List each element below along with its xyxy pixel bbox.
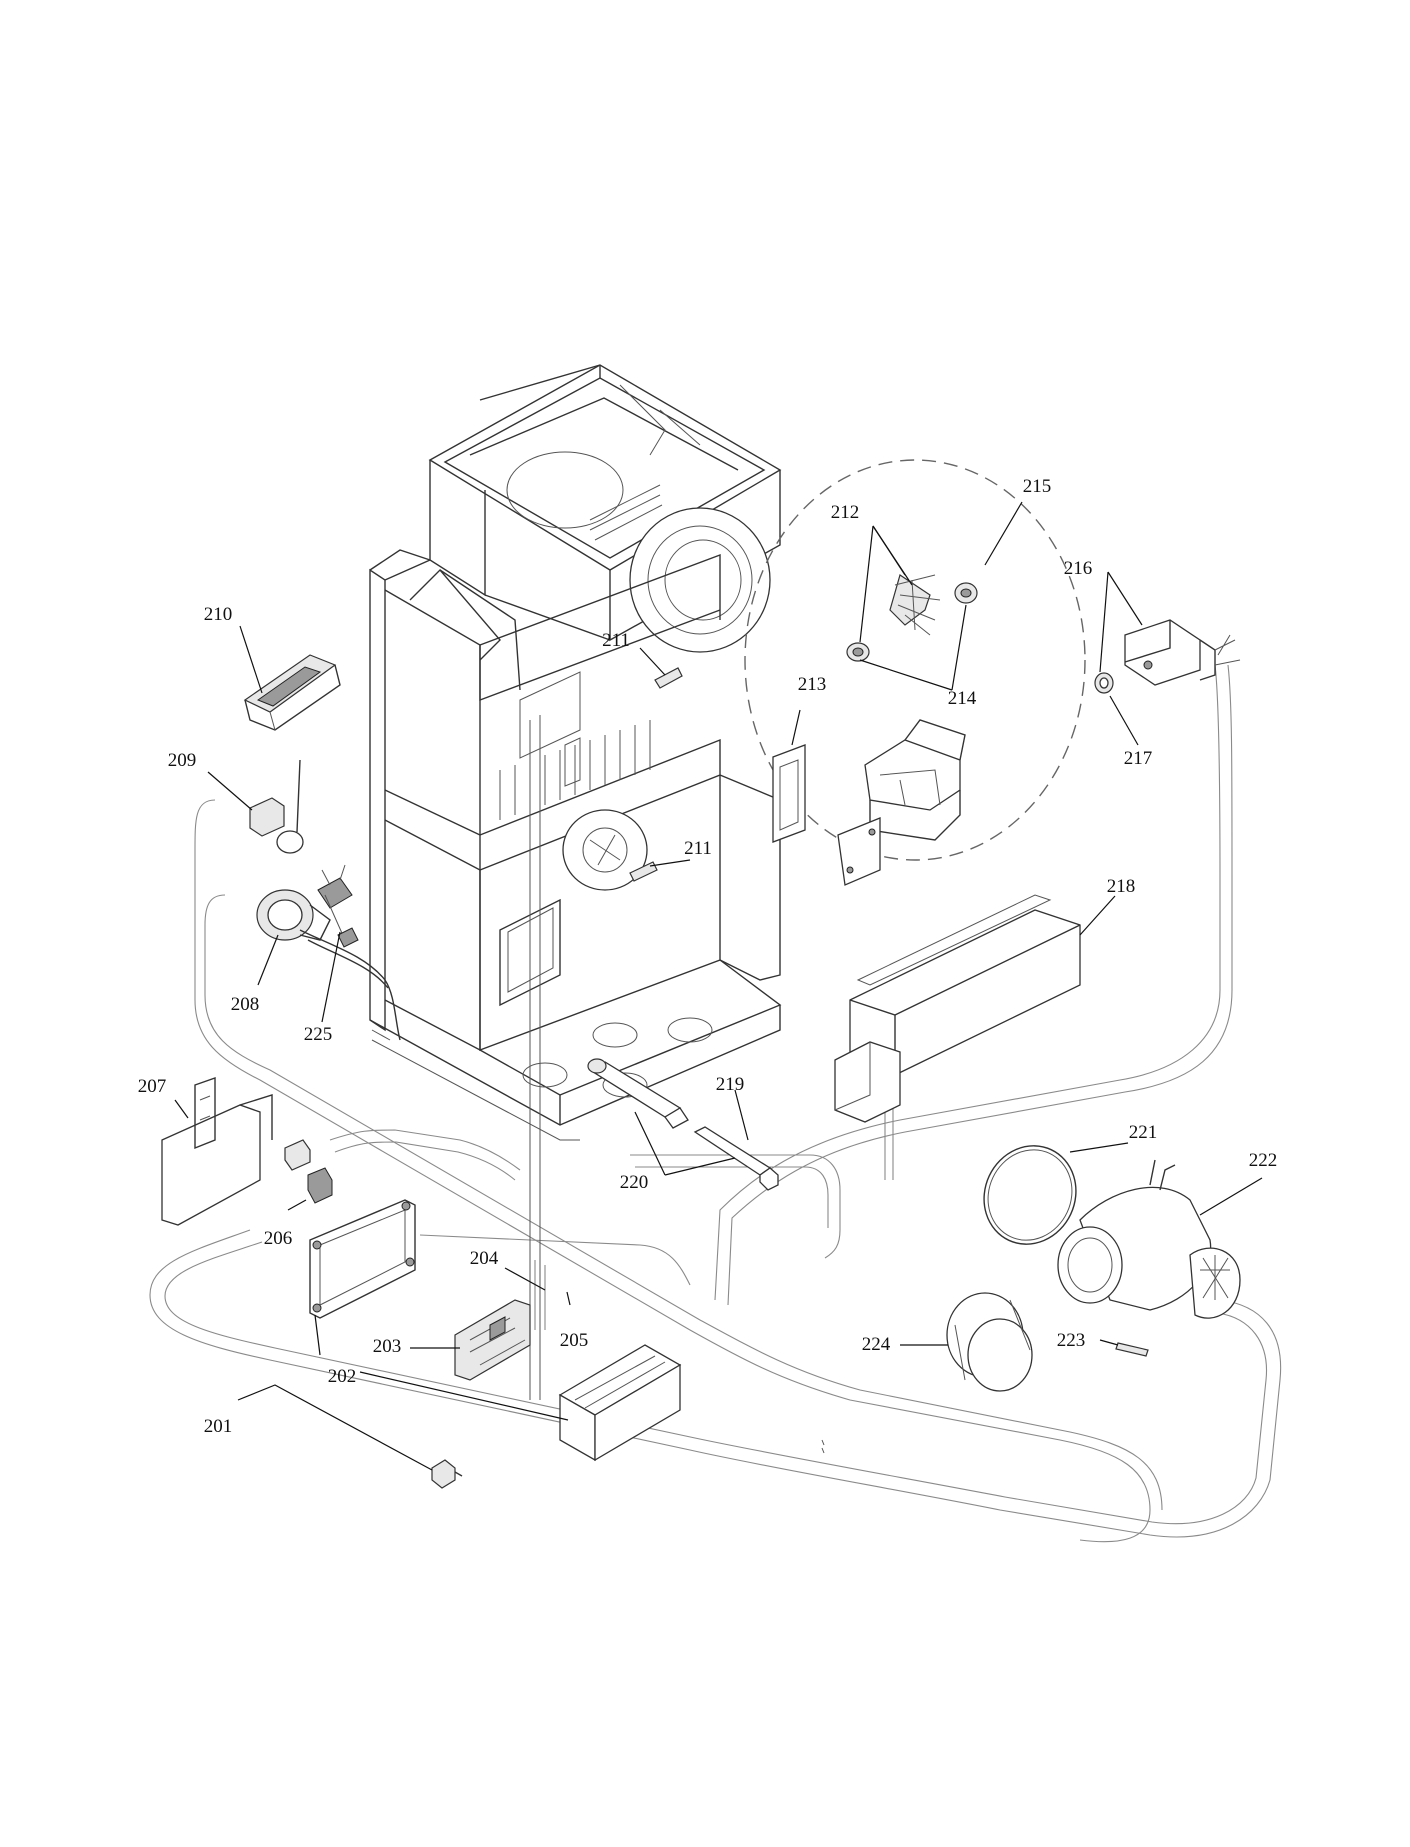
callout-labels: 210 209 208 225 207 206 204 203 205 202 … bbox=[138, 476, 1278, 1437]
callout-214: 214 bbox=[948, 688, 977, 709]
part-211-hose-lower bbox=[629, 861, 658, 882]
callout-202: 202 bbox=[328, 1366, 357, 1387]
leader-lines bbox=[174, 501, 1263, 1471]
centerline-mark bbox=[821, 1439, 825, 1454]
part-225-tubing bbox=[299, 929, 401, 1041]
callout-220: 220 bbox=[620, 1172, 649, 1193]
stove-cabinet bbox=[369, 364, 782, 1400]
part-220-igniter bbox=[587, 1058, 689, 1129]
callout-204: 204 bbox=[470, 1248, 499, 1269]
callout-216: 216 bbox=[1064, 558, 1093, 579]
callout-225: 225 bbox=[304, 1024, 333, 1045]
part-219-rod bbox=[693, 1126, 779, 1191]
part-211-hose-upper bbox=[654, 667, 683, 689]
callout-209: 209 bbox=[168, 750, 197, 771]
part-224-cap bbox=[946, 1292, 1033, 1392]
callout-211-lower: 211 bbox=[684, 838, 712, 859]
callout-223: 223 bbox=[1057, 1330, 1086, 1351]
part-221-gasket bbox=[983, 1145, 1077, 1245]
part-216-motor bbox=[1124, 619, 1241, 686]
callout-208: 208 bbox=[231, 994, 260, 1015]
callout-212: 212 bbox=[831, 502, 860, 523]
detail-circle-215 bbox=[744, 459, 1086, 886]
part-210-control-panel bbox=[243, 654, 341, 731]
part-222-combustion-blower bbox=[1057, 1159, 1241, 1319]
part-208-switch bbox=[256, 864, 359, 948]
callout-222: 222 bbox=[1249, 1150, 1278, 1171]
part-218-blower bbox=[834, 894, 1081, 1123]
callout-219: 219 bbox=[716, 1074, 745, 1095]
callout-201: 201 bbox=[204, 1416, 233, 1437]
part-209-sensor bbox=[249, 759, 304, 854]
callout-217: 217 bbox=[1124, 748, 1153, 769]
callout-221: 221 bbox=[1129, 1122, 1158, 1143]
callout-213: 213 bbox=[798, 674, 827, 695]
part-203-circuit-board bbox=[454, 1299, 531, 1381]
part-223-screw bbox=[1115, 1342, 1149, 1357]
part-206-relay bbox=[284, 1139, 333, 1204]
part-202-box bbox=[558, 1344, 682, 1462]
part-201-plug bbox=[431, 1459, 463, 1489]
part-217-bushing bbox=[1094, 672, 1114, 694]
callout-207: 207 bbox=[138, 1076, 167, 1097]
callout-210: 210 bbox=[204, 604, 233, 625]
callout-211-upper: 211 bbox=[602, 630, 630, 651]
callout-205: 205 bbox=[560, 1330, 589, 1351]
callout-206: 206 bbox=[264, 1228, 293, 1249]
callout-224: 224 bbox=[862, 1334, 891, 1355]
part-207-bracket bbox=[161, 1077, 273, 1226]
callout-215: 215 bbox=[1023, 476, 1052, 497]
callout-218: 218 bbox=[1107, 876, 1136, 897]
part-202-board-frame bbox=[309, 1199, 416, 1319]
wiring-harness bbox=[149, 664, 1282, 1543]
callout-203: 203 bbox=[373, 1336, 402, 1357]
